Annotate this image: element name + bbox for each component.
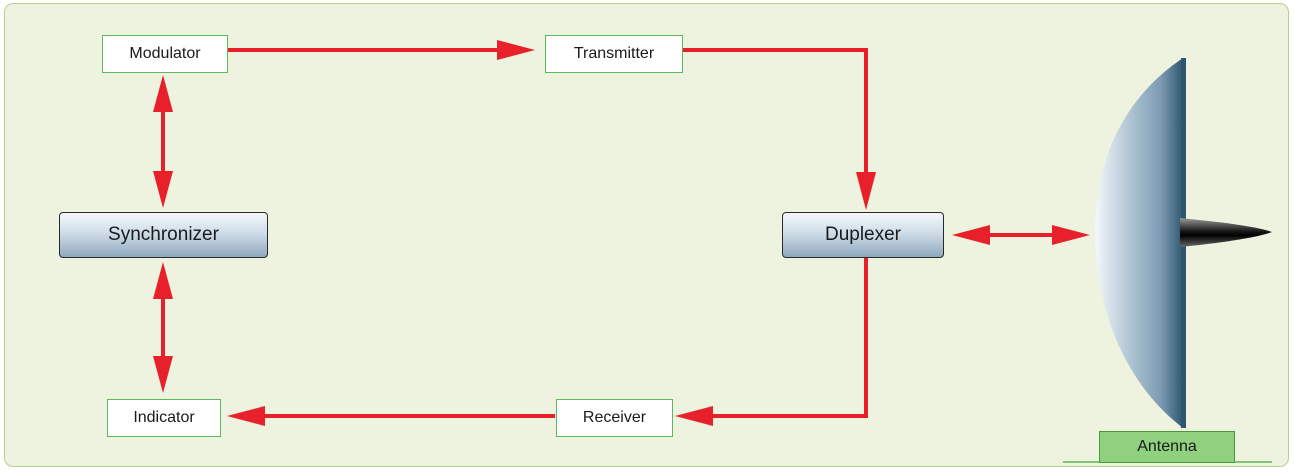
antenna-dish <box>1095 58 1272 428</box>
arrow-receiver-to-indicator <box>227 406 555 426</box>
arrow-synchronizer-indicator <box>153 262 173 393</box>
arrow-synchronizer-modulator <box>153 75 173 208</box>
arrow-duplexer-to-receiver <box>675 258 868 426</box>
modulator-block: Modulator <box>102 35 228 73</box>
synchronizer-block: Synchronizer <box>59 212 268 258</box>
arrow-modulator-to-transmitter <box>228 40 535 60</box>
receiver-block: Receiver <box>556 399 673 437</box>
antenna-label: Antenna <box>1099 431 1235 463</box>
duplexer-block: Duplexer <box>782 212 944 258</box>
antenna-feed <box>1180 218 1272 247</box>
arrow-transmitter-to-duplexer <box>683 48 876 210</box>
indicator-block: Indicator <box>107 399 221 437</box>
transmitter-block: Transmitter <box>545 35 683 73</box>
arrow-duplexer-antenna <box>952 225 1090 245</box>
